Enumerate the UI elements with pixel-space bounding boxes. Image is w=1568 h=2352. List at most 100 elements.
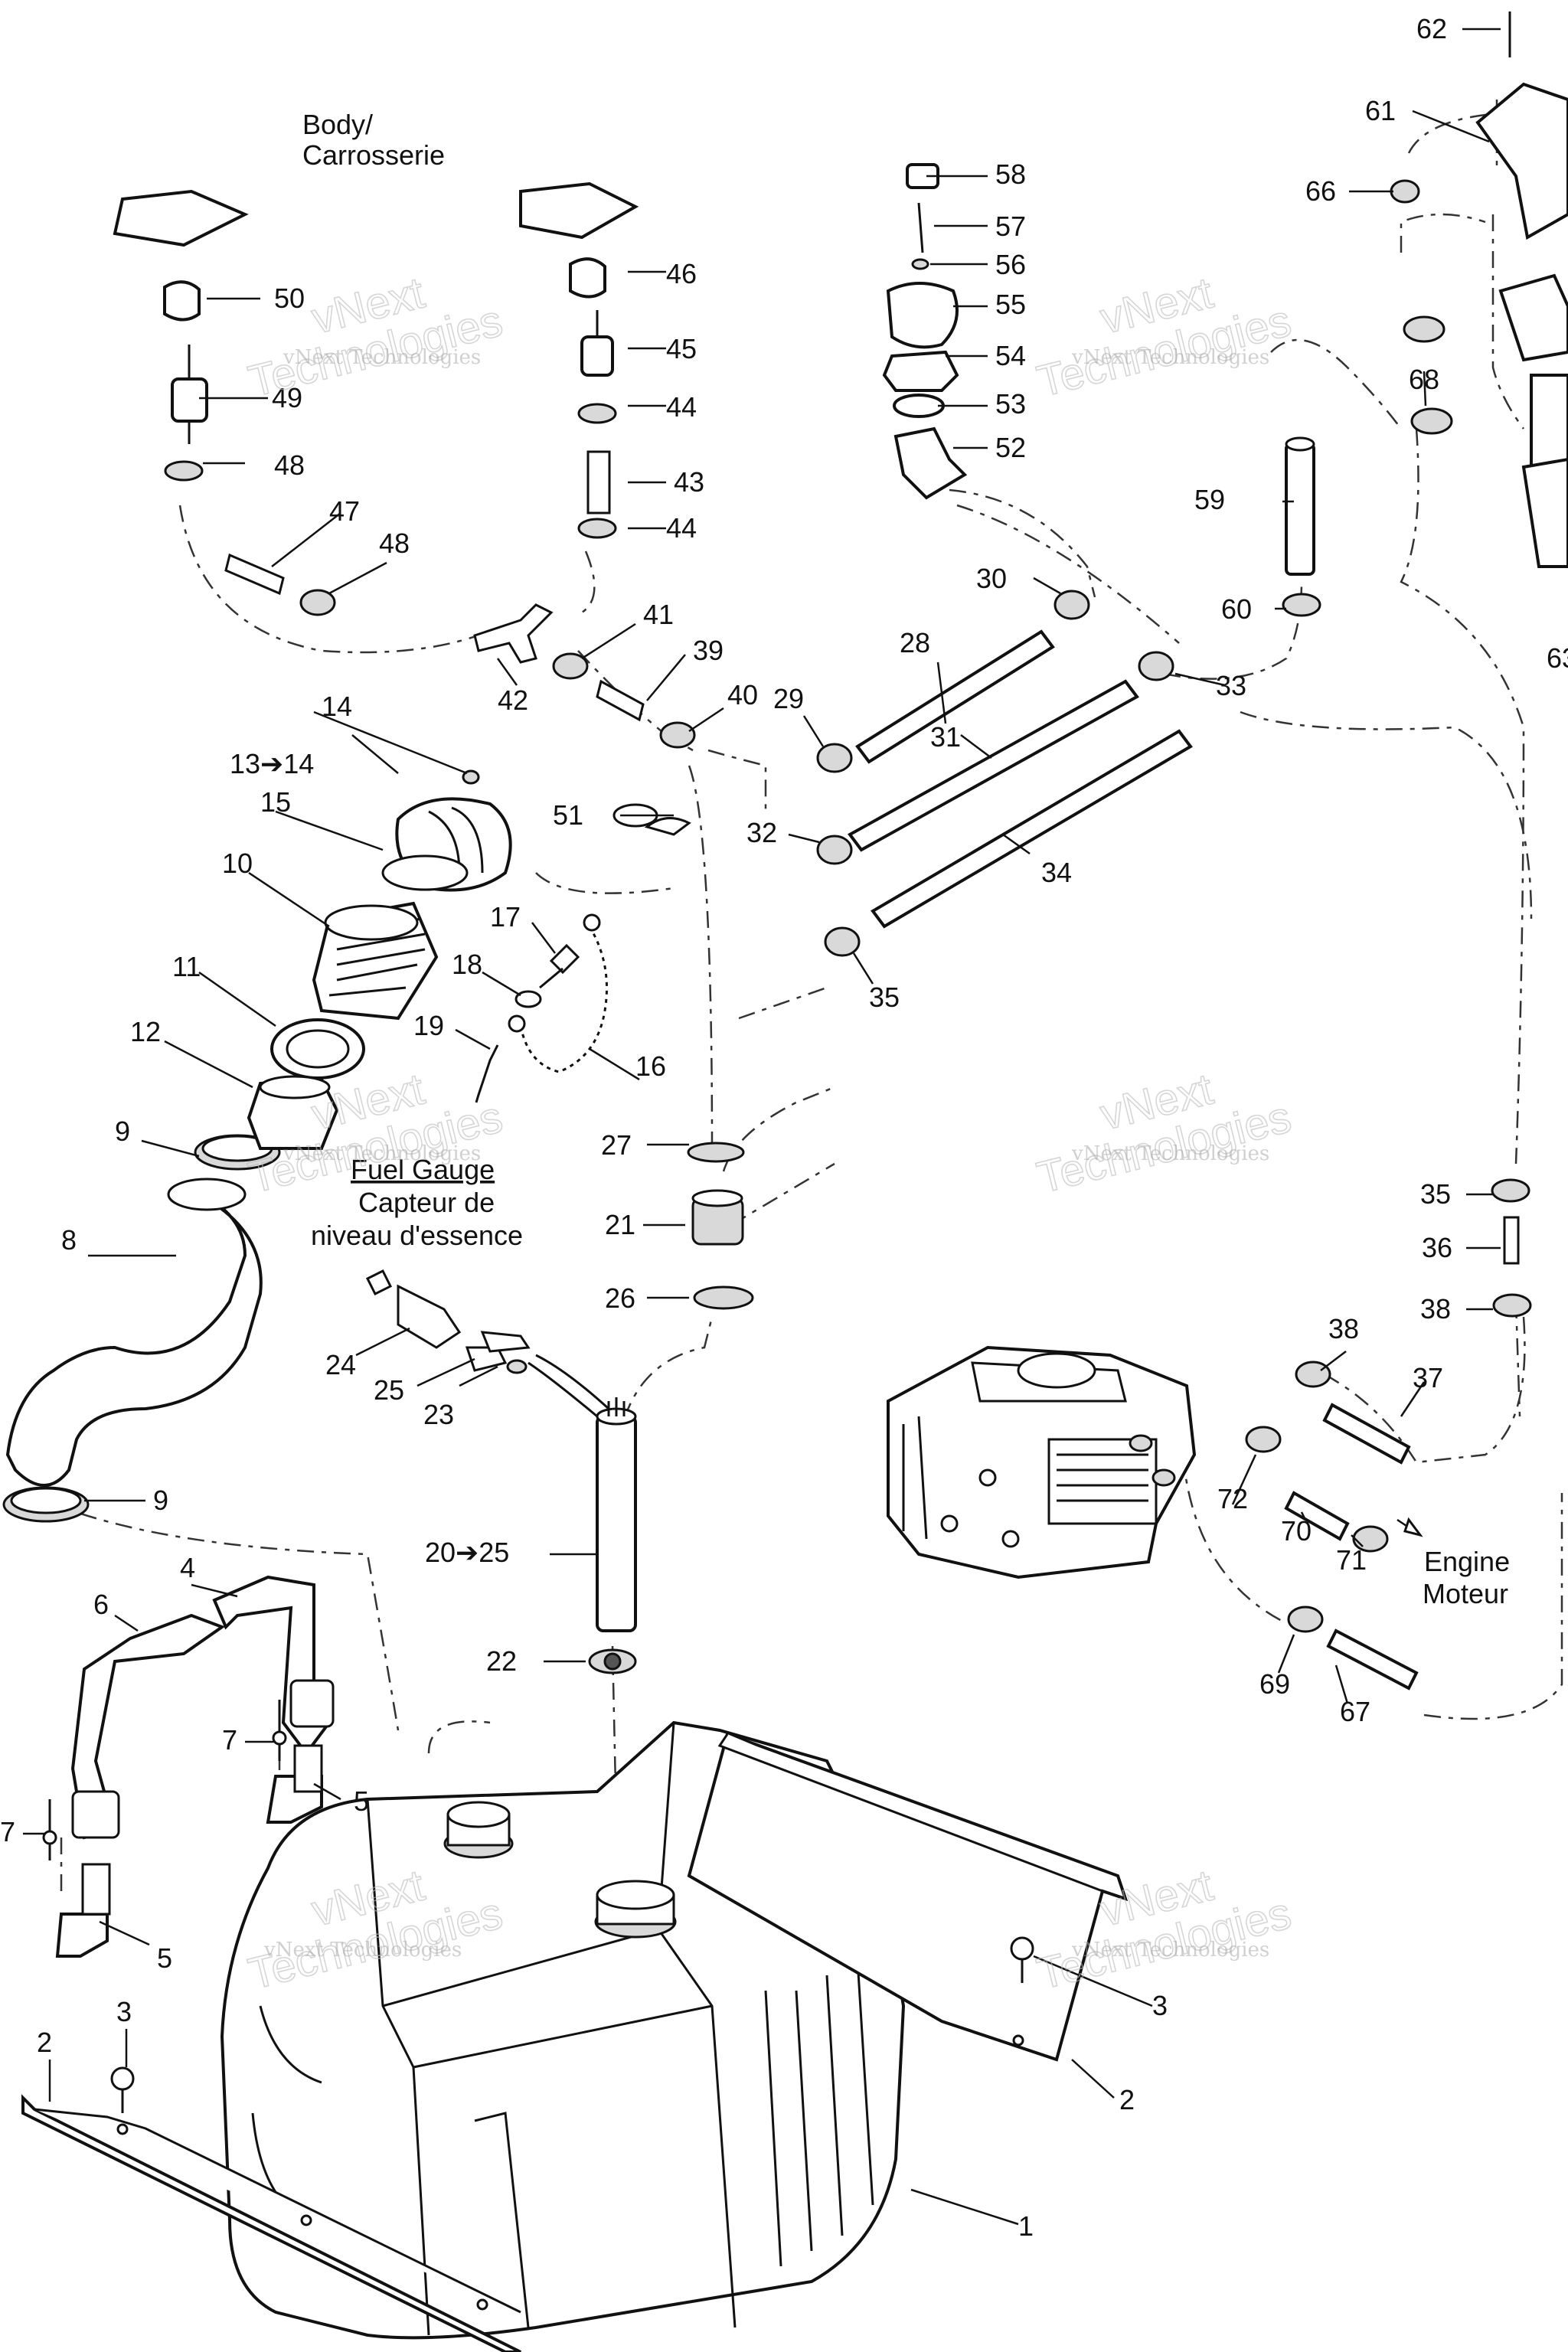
- callout-label: 35: [869, 982, 900, 1013]
- tank-straps: [42, 1575, 335, 1958]
- screw-part: [110, 1936, 1034, 2113]
- watermark-text: vNext Technologies: [283, 346, 481, 369]
- callout-label: 15: [260, 786, 291, 818]
- callout-label: 39: [693, 635, 724, 666]
- carrosserie-caption: Carrosserie: [302, 139, 445, 171]
- callout-label: 3: [116, 1996, 132, 2027]
- filler-neck-assembly: [247, 769, 512, 1150]
- callout-label: 56: [995, 249, 1026, 280]
- callout-label: 51: [553, 799, 583, 831]
- callout-label: 14: [322, 691, 352, 722]
- callout-label: 48: [379, 528, 410, 559]
- callout-label: 63: [1547, 642, 1568, 674]
- callout-label: 10: [222, 848, 253, 879]
- callout-label: 42: [498, 684, 528, 716]
- callout-label: 44: [666, 391, 697, 423]
- callout-labels: 1 2 2 3 3 4 5 5 6 7 7 8 9 9 10 11 12 13➔…: [0, 13, 1568, 2242]
- fuel-gauge-caption: Fuel Gauge: [351, 1154, 495, 1185]
- callout-label: 22: [486, 1645, 517, 1677]
- callout-label: 66: [1305, 175, 1336, 207]
- callout-label: 71: [1336, 1544, 1367, 1576]
- callout-label: 16: [635, 1050, 666, 1082]
- callout-label: 32: [746, 817, 777, 848]
- callout-label: 38: [1420, 1293, 1451, 1325]
- ground-chain: [475, 913, 608, 1103]
- hose-routing-lines: [45, 100, 1563, 1891]
- callout-label: 36: [1422, 1232, 1452, 1263]
- callout-label: 5: [354, 1785, 369, 1817]
- callout-label: 3: [1152, 1990, 1168, 2021]
- watermark-text: vNext Technologies: [1071, 1142, 1269, 1165]
- callout-label: 12: [130, 1016, 161, 1047]
- callout-label: 9: [153, 1485, 168, 1516]
- callout-label: 6: [93, 1589, 109, 1620]
- fuel-filter-group: [1282, 11, 1568, 617]
- callout-label: 70: [1281, 1515, 1312, 1547]
- callout-label: 62: [1416, 13, 1447, 44]
- callout-label: 52: [995, 432, 1026, 463]
- callout-label: 17: [490, 901, 521, 933]
- callout-label: 37: [1413, 1362, 1443, 1393]
- callout-label: 55: [995, 289, 1026, 320]
- callout-label: 47: [329, 495, 360, 527]
- callout-label: 11: [172, 951, 201, 982]
- callout-label: 8: [61, 1224, 77, 1256]
- callout-label: 30: [976, 563, 1007, 594]
- callout-label: 46: [666, 258, 697, 289]
- vent-tubes: [612, 590, 1193, 957]
- diagram-captions: Body/ Carrosserie Fuel Gauge Capteur de …: [302, 109, 1510, 1609]
- carburetor-assembly: [887, 1178, 1532, 1690]
- callout-leaders: [23, 28, 1501, 2226]
- callout-label: 7: [222, 1724, 237, 1756]
- fuel-gauge-sender: [365, 1142, 754, 1674]
- engine-arrow-head: [1403, 1517, 1423, 1537]
- niveau-caption: niveau d'essence: [311, 1220, 523, 1251]
- vent-fittings: [113, 181, 696, 749]
- tank-support-rails: [21, 1732, 1129, 2352]
- callout-label: 53: [995, 388, 1026, 420]
- callout-label: 33: [1216, 670, 1246, 701]
- callout-label: 72: [1217, 1483, 1248, 1514]
- callout-label: 21: [605, 1209, 635, 1240]
- callout-label: 5: [157, 1942, 172, 1974]
- fuel-pickup-fittings: [882, 163, 968, 500]
- callout-label: 19: [413, 1010, 444, 1041]
- callout-label: 59: [1194, 484, 1225, 515]
- callout-label: 1: [1018, 2210, 1034, 2242]
- watermark-text: vNext Technologies: [1071, 1939, 1269, 1962]
- callout-label: 20➔25: [425, 1537, 509, 1568]
- callout-label: 67: [1340, 1696, 1370, 1727]
- watermark-text: vNext Technologies: [1071, 346, 1269, 369]
- callout-label: 60: [1221, 593, 1252, 625]
- callout-label: 41: [643, 599, 674, 630]
- callout-label: 48: [274, 449, 305, 481]
- watermark: vNext Technologies: [1031, 1063, 1296, 1204]
- callout-label: 40: [727, 679, 758, 710]
- callout-label: 4: [180, 1552, 195, 1583]
- watermark-text: vNext Technologies: [263, 1939, 462, 1962]
- watermark-text: vNext Technologies: [283, 1142, 481, 1165]
- callout-label: 13➔14: [230, 748, 314, 779]
- callout-label: 68: [1409, 364, 1439, 395]
- callout-label: 45: [666, 333, 697, 364]
- callout-label: 58: [995, 158, 1026, 190]
- body-caption: Body/: [302, 109, 373, 140]
- callout-label: 18: [452, 949, 482, 980]
- callout-label: 44: [666, 512, 697, 544]
- callout-label: 38: [1328, 1313, 1359, 1344]
- callout-label: 69: [1259, 1668, 1290, 1700]
- callout-label: 26: [605, 1282, 635, 1314]
- callout-label: 35: [1420, 1178, 1451, 1210]
- engine-caption: Engine: [1424, 1546, 1510, 1577]
- callout-label: 29: [773, 683, 804, 714]
- watermark: vNext Technologies: [1031, 267, 1296, 407]
- callout-label: 54: [995, 340, 1026, 371]
- callout-label: 49: [272, 382, 302, 413]
- callout-label: 24: [325, 1349, 356, 1380]
- callout-label: 2: [37, 2027, 52, 2058]
- callout-label: 28: [900, 627, 930, 658]
- callout-label: 43: [674, 466, 704, 498]
- watermark: vNext Technologies: [243, 267, 508, 407]
- callout-label: 61: [1365, 95, 1396, 126]
